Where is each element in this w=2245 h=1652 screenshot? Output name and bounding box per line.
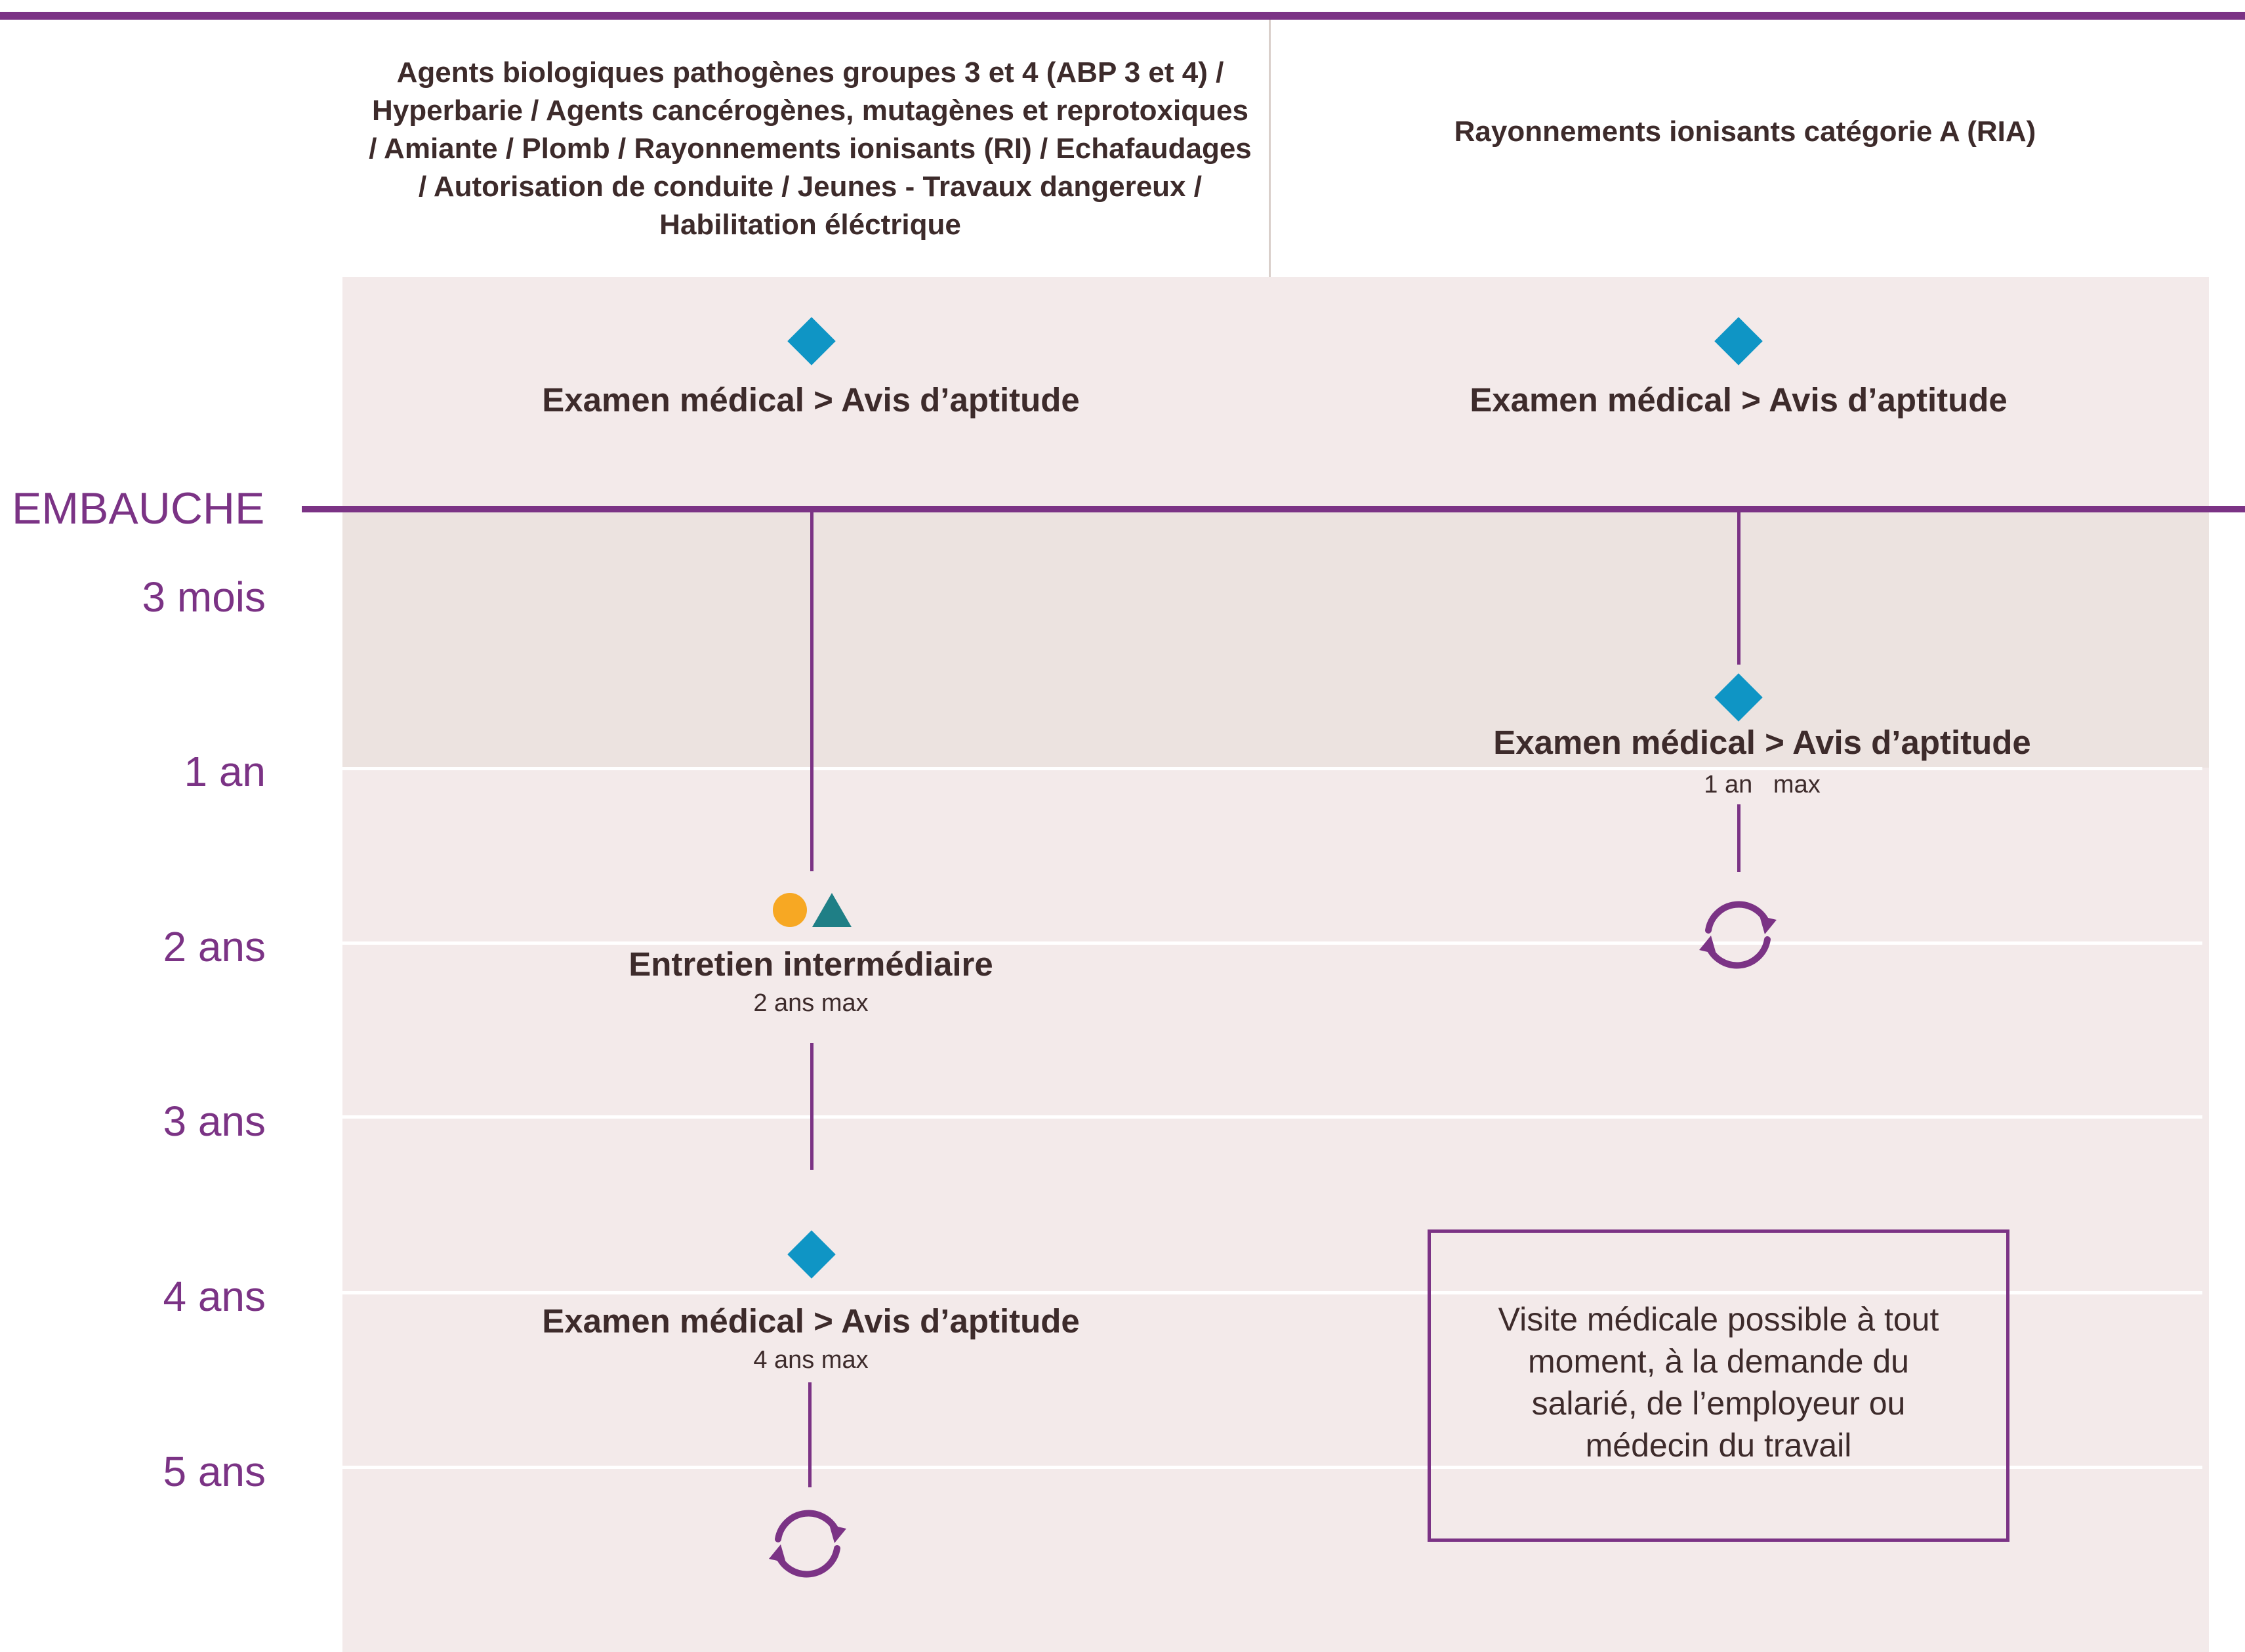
right-column-header: Rayonnements ionisants catégorie A (RIA) xyxy=(1454,115,2036,148)
refresh-cycle-icon xyxy=(1699,901,1777,969)
circle-icon xyxy=(773,893,807,927)
gridline-4-ans xyxy=(302,1291,2202,1294)
triangle-icon xyxy=(812,893,852,927)
info-box: Visite médicale possible à tout moment, … xyxy=(1428,1229,2009,1542)
time-label-3-mois: 3 mois xyxy=(142,573,266,621)
info-box-text: Visite médicale possible à tout moment, … xyxy=(1498,1301,1939,1464)
time-label-1-an: 1 an xyxy=(184,748,266,795)
time-label-4-ans: 4 ans xyxy=(163,1273,266,1320)
right-periodic-exam: Examen médical > Avis d’aptitude xyxy=(1493,724,2031,761)
time-label-2-ans: 2 ans xyxy=(163,923,266,970)
time-label-3-ans: 3 ans xyxy=(163,1098,266,1145)
left-column-header: Agents biologiques pathogènes groupes 3 … xyxy=(369,56,1252,241)
right-connector-1 xyxy=(1737,512,1740,665)
gridline-5-ans xyxy=(302,1466,2202,1469)
embauche-label: EMBAUCHE xyxy=(12,484,265,533)
right-periodic-sub: 1 an max xyxy=(1704,771,1821,798)
left-connector-3 xyxy=(808,1382,812,1487)
left-intermediate-sub: 2 ans max xyxy=(753,989,869,1017)
left-periodic-exam: Examen médical > Avis d’aptitude xyxy=(542,1302,1080,1340)
left-pre-hire-exam: Examen médical > Avis d’aptitude xyxy=(542,381,1080,419)
top-border xyxy=(0,12,2245,20)
gridline-1-an xyxy=(342,767,2202,770)
left-intermediate-title: Entretien intermédiaire xyxy=(628,945,993,983)
left-connector-2 xyxy=(810,1043,814,1170)
left-connector-1 xyxy=(810,512,814,871)
first-year-band xyxy=(342,509,2209,768)
right-pre-hire-exam: Examen médical > Avis d’aptitude xyxy=(1470,381,2008,419)
column-divider xyxy=(1269,20,1271,277)
left-periodic-sub: 4 ans max xyxy=(753,1346,869,1374)
gridline-2-ans xyxy=(342,941,2202,945)
gridline-3-ans xyxy=(342,1115,2202,1119)
embauche-line xyxy=(302,506,2245,512)
refresh-cycle-icon xyxy=(769,1510,846,1578)
time-label-5-ans: 5 ans xyxy=(163,1448,266,1495)
right-connector-2 xyxy=(1737,804,1740,872)
